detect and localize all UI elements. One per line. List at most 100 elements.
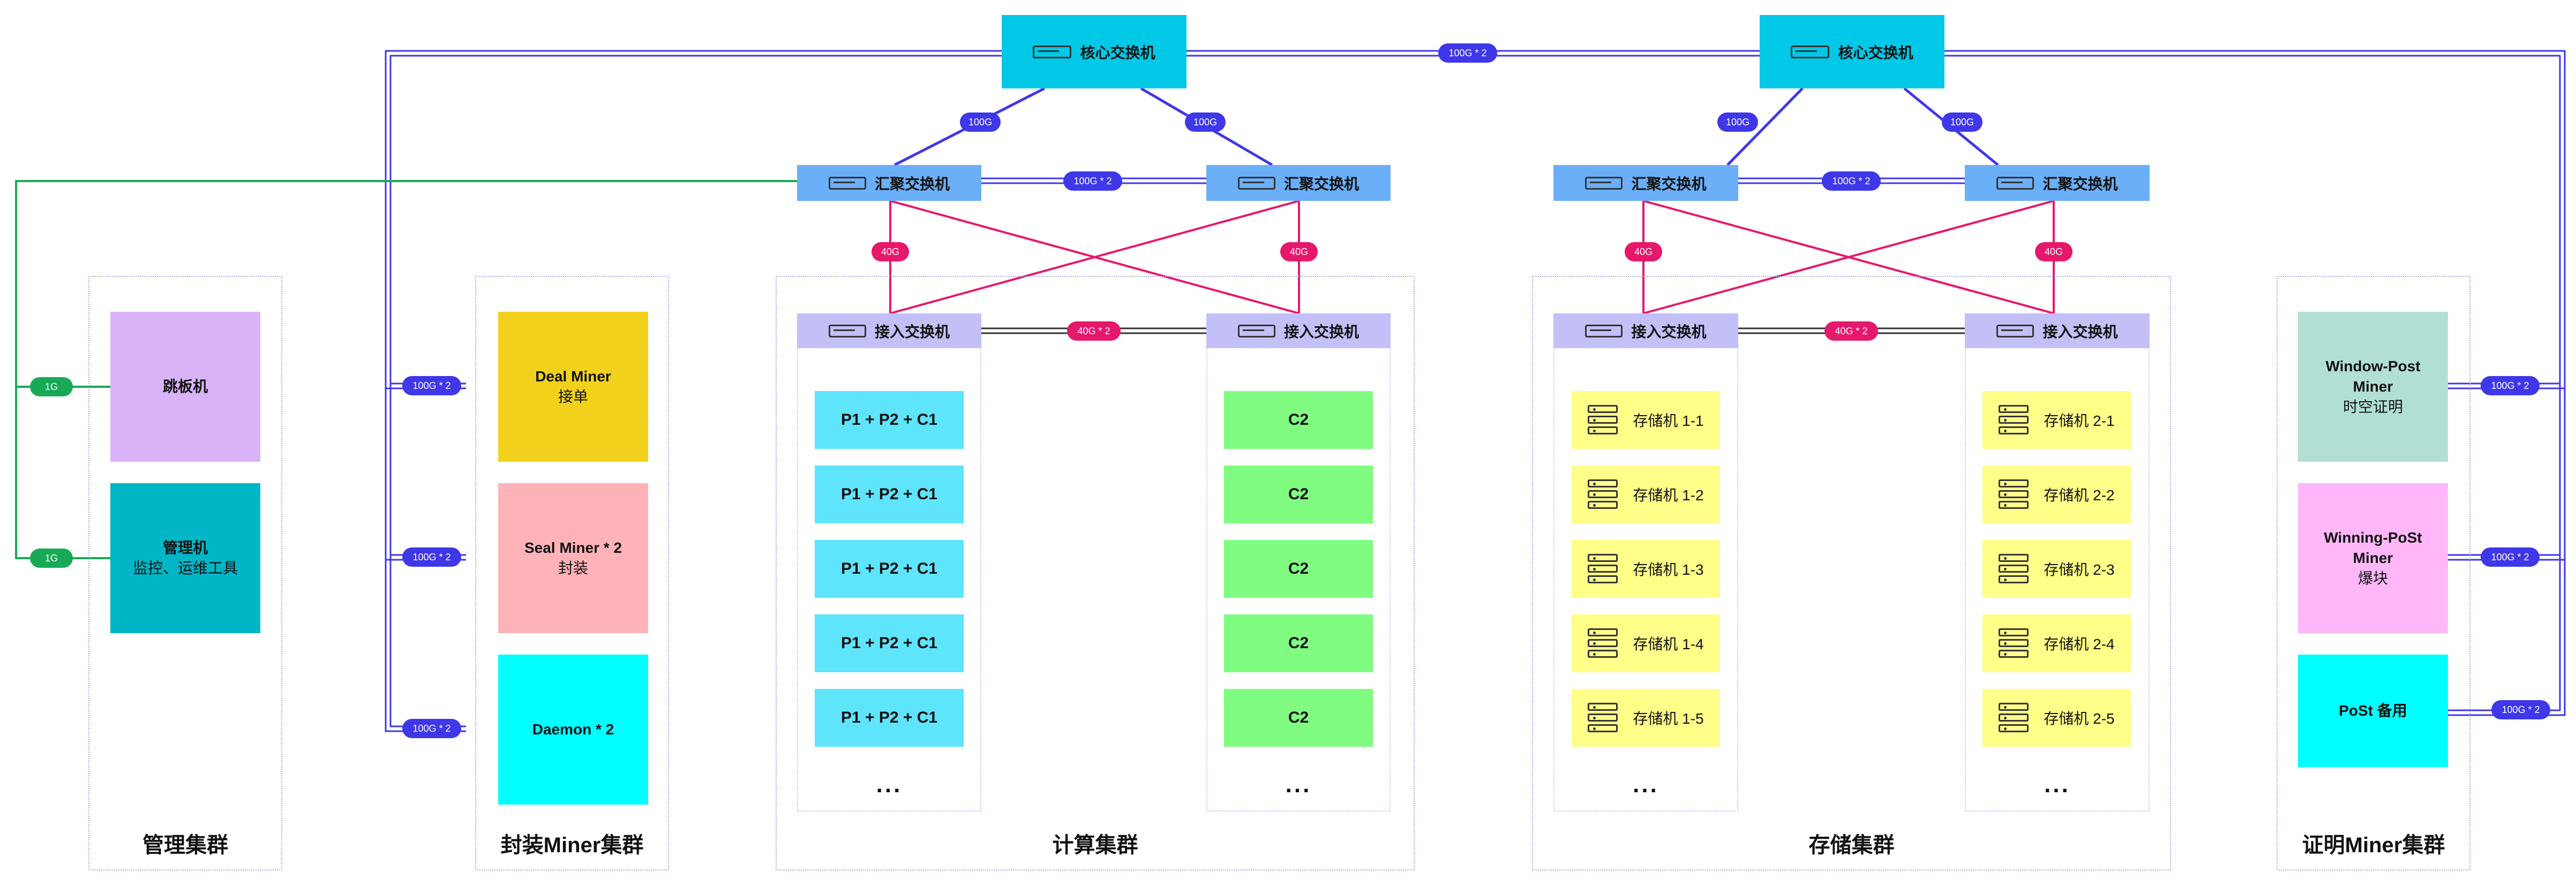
compute-cluster (776, 276, 1415, 870)
storage-node-label: 存储机 1-4 (1633, 636, 1704, 652)
storage-node-label: 存储机 1-2 (1633, 487, 1704, 504)
access-switch: 接入交换机 (1553, 313, 1738, 348)
storage-node: 存储机 2-1 (1982, 391, 2131, 449)
winning-post-label-2: Miner (2353, 550, 2393, 566)
link-label-agg-access: 40G (872, 242, 909, 261)
storage-server-icon (1999, 479, 2029, 509)
seal-miner-cluster-title: 封装Miner集群 (500, 834, 644, 857)
agg-switch: 汇聚交换机 (1965, 165, 2150, 201)
window-post-label-2: Miner (2353, 378, 2393, 395)
storage-server-icon (1588, 479, 1618, 509)
link-label-core-agg: 100G (960, 112, 1001, 132)
link-label-miner: 100G * 2 (2481, 547, 2540, 567)
core-switch: 核心交换机 (1760, 15, 1944, 88)
link-label-core-agg: 100G (1185, 112, 1226, 132)
storage-server-icon (1588, 703, 1618, 733)
storage-node: 存储机 2-4 (1982, 614, 2131, 672)
link-label-agg-agg: 100G * 2 (1822, 171, 1881, 191)
management-host-desc: 监控、运维工具 (132, 560, 238, 576)
storage-node-label: 存储机 1-5 (1633, 710, 1704, 727)
compute-cluster-title: 计算集群 (1052, 834, 1138, 857)
access-switch: 接入交换机 (1965, 313, 2150, 348)
switch-icon (1237, 176, 1275, 190)
seal-miner-desc: 封装 (558, 560, 588, 576)
switch-icon (828, 176, 866, 190)
agg-access-links (889, 200, 2055, 314)
jump-host: 跳板机 (110, 312, 260, 462)
switch-icon (1585, 176, 1623, 190)
storage-node-label: 存储机 1-3 (1633, 561, 1704, 578)
storage-server-icon (1999, 554, 2029, 584)
storage-node: 存储机 2-5 (1982, 689, 2131, 747)
link-label-mgmt: 1G (30, 377, 73, 396)
switch-icon (1996, 176, 2034, 190)
link-label-mgmt: 1G (30, 549, 73, 568)
switch-icon (1237, 324, 1275, 337)
link-label-core-agg: 100G (1717, 112, 1758, 132)
switch-icon (828, 324, 866, 337)
compute-node-p1p2c1: P1 + P2 + C1 (815, 391, 964, 449)
storage-server-icon (1588, 554, 1618, 584)
storage-node: 存储机 1-5 (1572, 689, 1720, 747)
post-backup: PoSt 备用 (2298, 655, 2448, 767)
storage-server-icon (1999, 628, 2029, 658)
switch-label: 汇聚交换机 (2042, 175, 2118, 192)
storage-node-label: 存储机 2-2 (2044, 487, 2115, 504)
core-agg-links (893, 87, 1999, 167)
compute-node-c2: C2 (1224, 614, 1373, 672)
access-switch: 接入交换机 (797, 313, 981, 348)
post-backup-label: PoSt 备用 (2339, 702, 2407, 719)
seal-miner-cluster (475, 276, 669, 870)
link-label-miner: 100G * 2 (402, 719, 461, 738)
switch-label: 核心交换机 (1838, 44, 1913, 61)
storage-cluster-title: 存储集群 (1808, 834, 1895, 857)
storage-node: 存储机 1-2 (1572, 465, 1720, 523)
switch-label: 接入交换机 (1283, 323, 1359, 340)
core-switch: 核心交换机 (1002, 15, 1186, 88)
storage-node: 存储机 1-3 (1572, 540, 1720, 598)
switch-label: 汇聚交换机 (874, 175, 950, 192)
mgmt-cluster-title: 管理集群 (142, 834, 228, 857)
daemon-label: Daemon * 2 (532, 721, 614, 738)
more-storage-right: ... (2044, 771, 2070, 798)
switch-label: 接入交换机 (2042, 323, 2118, 340)
deal-miner-desc: 接单 (558, 388, 588, 405)
storage-node: 存储机 1-4 (1572, 614, 1720, 672)
more-storage-left: ... (1633, 771, 1659, 798)
compute-node-p1p2c1: P1 + P2 + C1 (815, 689, 964, 747)
compute-node-c2: C2 (1224, 689, 1373, 747)
winning-post-desc: 爆块 (2357, 570, 2388, 587)
compute-node-p1p2c1: P1 + P2 + C1 (815, 614, 964, 672)
switch-icon (1585, 324, 1623, 337)
compute-node-c2: C2 (1224, 391, 1373, 449)
agg-switch: 汇聚交换机 (1206, 165, 1391, 201)
link-label-core-agg: 100G (1942, 112, 1982, 132)
storage-server-icon (1588, 405, 1618, 435)
link-label-miner: 100G * 2 (2491, 700, 2550, 719)
management-host-label: 管理机 (162, 539, 208, 556)
agg-switch: 汇聚交换机 (797, 165, 981, 201)
link-label-agg-access: 40G (1280, 242, 1318, 261)
switch-label: 核心交换机 (1080, 44, 1155, 61)
window-post-label: Window-Post (2325, 358, 2421, 374)
switch-label: 汇聚交换机 (1283, 175, 1359, 192)
link-label-miner: 100G * 2 (402, 547, 461, 567)
switch-label: 接入交换机 (1631, 323, 1707, 340)
link-label-miner: 100G * 2 (2481, 376, 2540, 395)
link-label-miner: 100G * 2 (402, 376, 461, 395)
link-label-access-access: 40G * 2 (1067, 321, 1121, 341)
storage-node: 存储机 2-2 (1982, 465, 2131, 523)
proof-miner-cluster (2277, 276, 2470, 870)
window-post-desc: 时空证明 (2342, 399, 2403, 415)
seal-miner-label: Seal Miner * 2 (524, 539, 622, 556)
compute-node-c2: C2 (1224, 540, 1373, 598)
winning-post-label: Winning-PoSt (2324, 529, 2422, 546)
link-label-agg-access: 40G (2035, 242, 2072, 261)
seal-miner: Seal Miner * 2 封装 (498, 483, 648, 633)
storage-node-label: 存储机 2-4 (2044, 636, 2115, 652)
compute-node-p1p2c1: P1 + P2 + C1 (815, 465, 964, 523)
storage-cluster (1532, 276, 2171, 870)
